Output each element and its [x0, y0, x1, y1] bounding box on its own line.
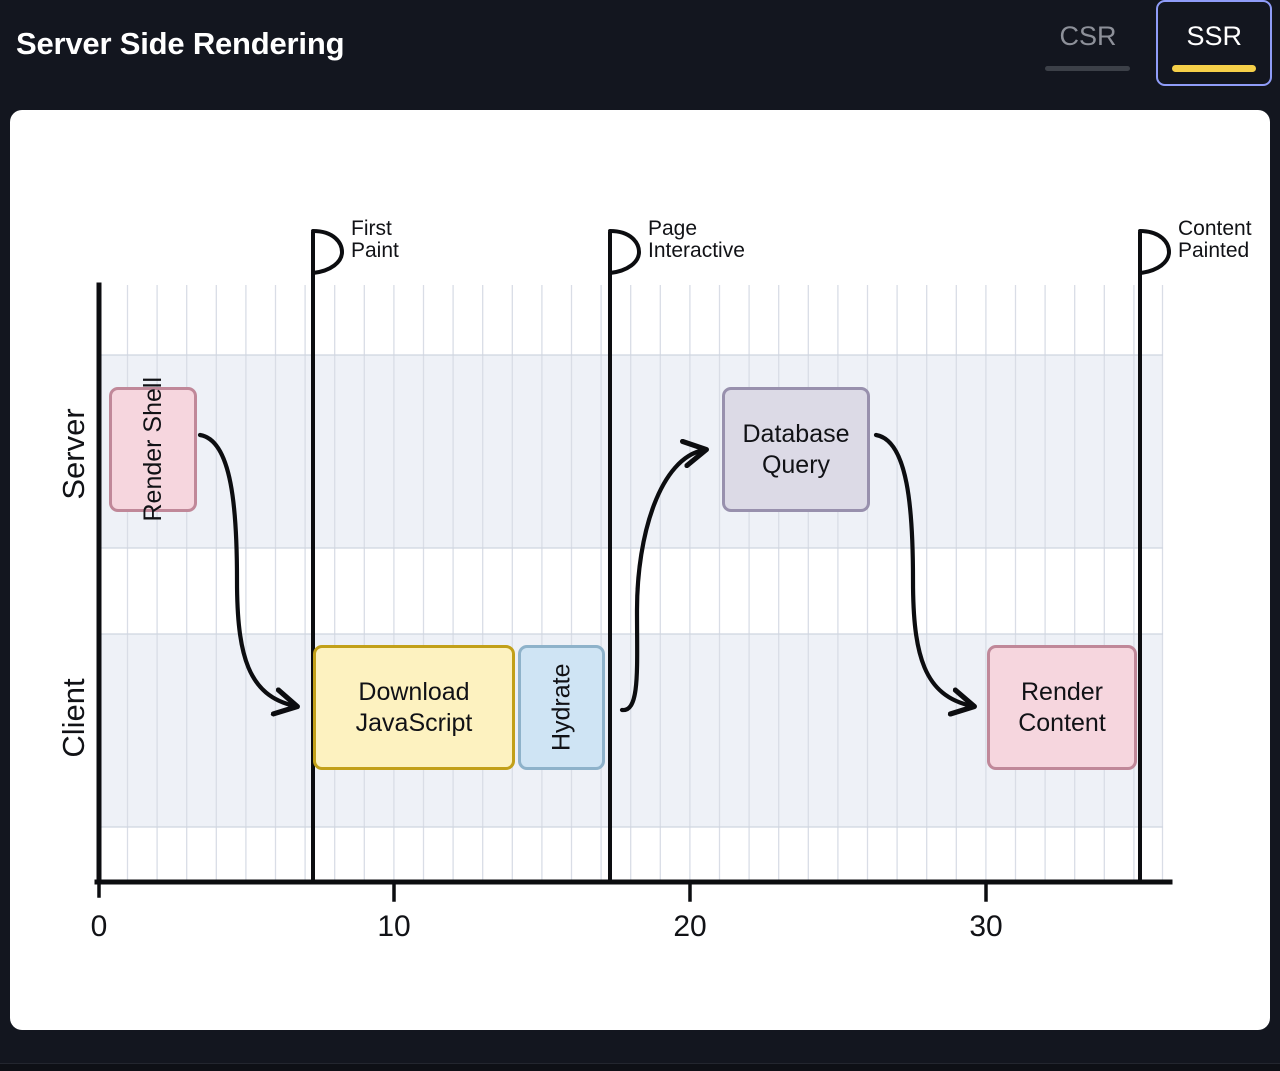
marker-page-interactive-line1: Page — [648, 217, 698, 240]
task-render-content-label: Render Content — [1018, 678, 1106, 737]
task-database-query[interactable]: Database Query — [722, 387, 870, 512]
tab-ssr-label: SSR — [1186, 20, 1242, 51]
vertical-gridlines — [126, 285, 1164, 880]
bottom-strip — [0, 1063, 1280, 1071]
chart-axes — [94, 282, 1173, 902]
xtick-label-0: 0 — [90, 910, 108, 943]
horizontal-gridlines — [98, 354, 1163, 828]
tab-ssr-underline — [1172, 65, 1256, 72]
marker-content-painted-line1: Content — [1178, 217, 1252, 240]
chart-card: Server Client First Paint Page Interacti… — [10, 110, 1270, 1030]
tab-csr-label: CSR — [1059, 20, 1117, 51]
task-render-shell[interactable]: Render Shell — [109, 377, 197, 522]
task-hydrate-label: Hydrate — [547, 663, 576, 752]
xtick-label-10: 10 — [377, 910, 411, 943]
tab-ssr[interactable]: SSR — [1156, 0, 1272, 86]
arrow-hydrate-to-database-query — [619, 450, 704, 713]
task-render-shell-label: Render Shell — [138, 377, 167, 522]
xtick-label-30: 30 — [969, 910, 1003, 943]
flag-icon-page-interactive — [608, 229, 642, 275]
marker-first-paint-line1: First — [351, 217, 392, 240]
task-hydrate[interactable]: Hydrate — [518, 645, 605, 770]
marker-stems — [311, 232, 1142, 881]
xtick-label-20: 20 — [673, 910, 707, 943]
marker-flags — [311, 229, 1172, 275]
task-download-javascript[interactable]: Download JavaScript — [313, 645, 515, 770]
flag-icon-first-paint — [311, 229, 345, 275]
flag-icon-content-painted — [1138, 229, 1172, 275]
tab-csr-underline — [1045, 66, 1131, 71]
app-header: Server Side Rendering CSR SSR — [0, 0, 1280, 88]
marker-content-painted-line2: Painted — [1178, 238, 1250, 262]
arrow-render-shell-to-download-js — [197, 432, 295, 706]
task-render-content[interactable]: Render Content — [987, 645, 1137, 770]
task-download-javascript-label: Download JavaScript — [355, 678, 473, 737]
timeline-chart — [94, 229, 1173, 902]
flow-arrows — [197, 432, 972, 713]
mode-tabs: CSR SSR — [1029, 0, 1272, 88]
tab-csr[interactable]: CSR — [1029, 0, 1146, 86]
marker-first-paint-line2: Paint — [351, 238, 399, 262]
task-database-query-label: Database Query — [742, 420, 850, 479]
lane-label-client: Client — [56, 678, 91, 758]
arrow-database-query-to-render-content — [873, 432, 972, 706]
page-title: Server Side Rendering — [16, 26, 345, 61]
marker-content-painted-label: Content Painted — [1178, 218, 1252, 261]
lane-label-server: Server — [56, 408, 91, 500]
marker-first-paint-label: First Paint — [351, 218, 399, 261]
marker-page-interactive-label: Page Interactive — [648, 218, 745, 261]
marker-page-interactive-line2: Interactive — [648, 238, 745, 262]
